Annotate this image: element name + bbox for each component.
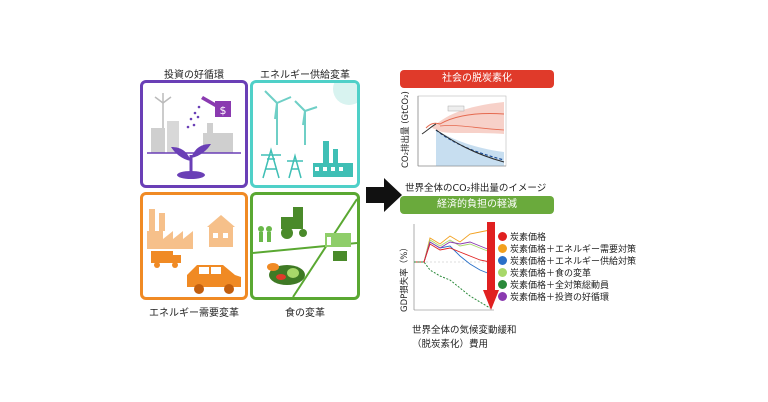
quadrant-energy-supply [250,80,360,188]
right-arrow-icon [366,178,402,212]
label-investment-cycle: 投資の好循環 [164,70,224,81]
legend-label: 炭素価格＋食の変革 [510,269,592,279]
legend-label: 炭素価格＋全対策総動員 [510,281,610,291]
top-chart-ylabel: CO₂排出量 (GtCO₂) [401,91,411,168]
label-food-transformation: 食の変革 [285,308,325,319]
legend-item: 炭素価格＋全対策総動員 [498,280,609,291]
factory-car-icon [147,209,241,294]
down-arrow-icon [483,222,499,310]
farm-food-icon [253,198,357,297]
legend-item: 炭素価格＋エネルギー需要対策 [498,244,636,255]
legend-label: 炭素価格＋エネルギー需要対策 [510,245,637,255]
legend-dot [498,256,507,265]
quadrant-investment-cycle: $ [140,80,248,188]
bottom-chart-ylabel: GDP損失率（%） [400,243,410,312]
legend-dot [498,244,507,253]
banner-economic-burden: 経済的負担の軽減 [400,196,554,214]
investment-plant-icon: $ [147,93,241,179]
quadrant-food-transformation [250,192,360,300]
legend-label: 炭素価格 [510,233,547,243]
svg-text:$: $ [220,104,227,117]
legend-dot [498,280,507,289]
quadrant-energy-demand [140,192,248,300]
banner-society-decarbonization: 社会の脱炭素化 [400,70,554,88]
legend-item: 炭素価格 [498,232,546,243]
bottom-chart-caption-line2: （脱炭素化）費用 [412,339,489,350]
label-energy-demand: エネルギー需要変革 [149,308,239,319]
legend-item: 炭素価格＋投資の好循環 [498,292,609,303]
legend-dot [498,268,507,277]
legend-label: 炭素価格＋エネルギー供給対策 [510,257,637,267]
legend-item: 炭素価格＋食の変革 [498,268,591,279]
legend-label: 炭素価格＋投資の好循環 [510,293,610,303]
bottom-chart-caption-line1: 世界全体の気候変動緩和 [412,325,517,336]
legend-item: 炭素価格＋エネルギー供給対策 [498,256,636,267]
legend-dot [498,292,507,301]
co2-emission-chart [417,95,507,167]
top-chart-caption: 世界全体のCO₂排出量のイメージ [405,183,547,194]
legend: 炭素価格 炭素価格＋エネルギー需要対策 炭素価格＋エネルギー供給対策 炭素価格＋… [498,232,678,304]
legend-dot [498,232,507,241]
label-energy-supply: エネルギー供給変革 [260,70,350,81]
wind-turbine-icon [261,83,357,179]
gdp-loss-chart [413,224,494,311]
